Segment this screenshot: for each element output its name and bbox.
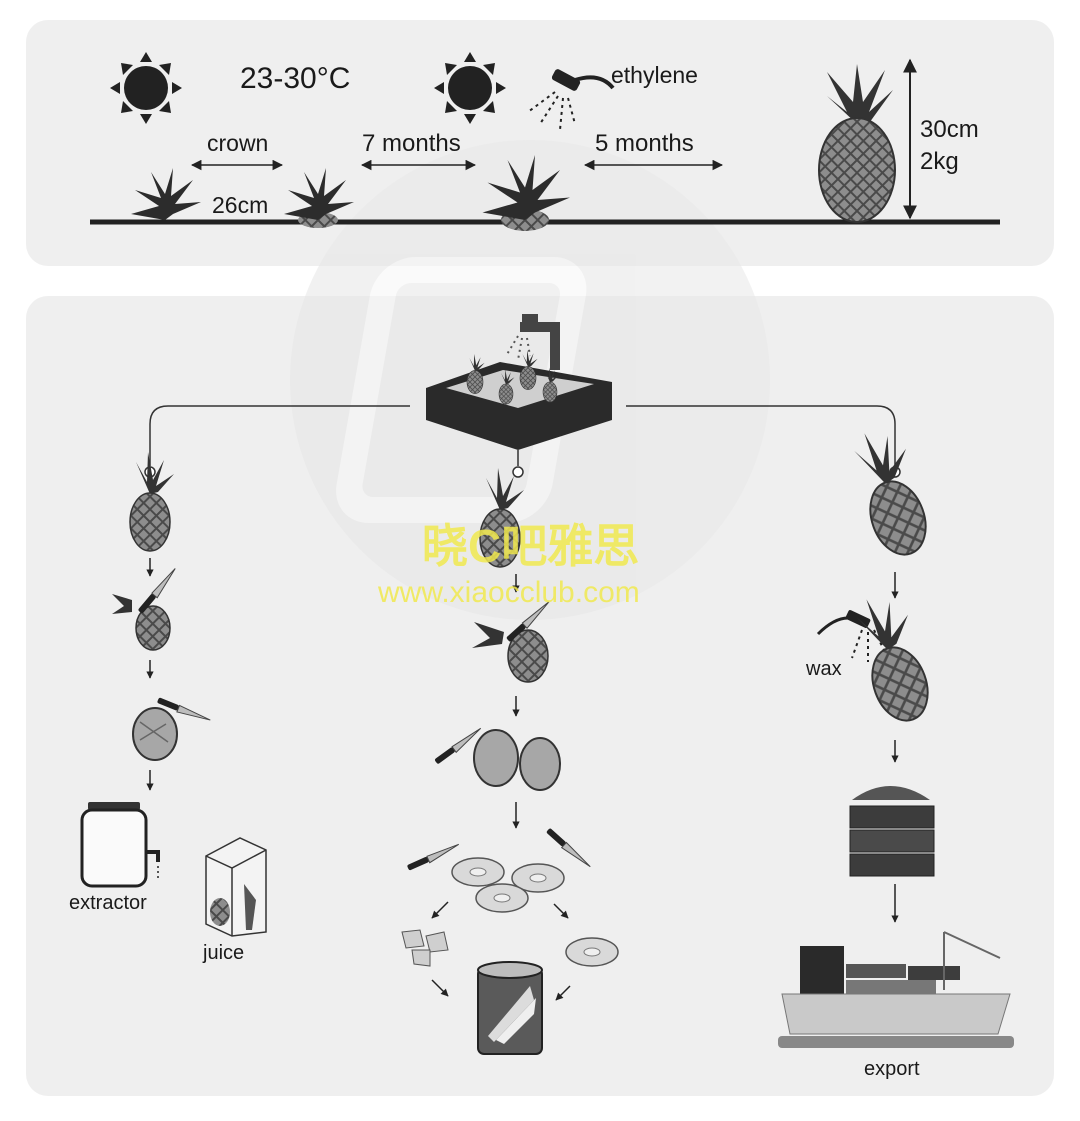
flowering-pineapple-plant-icon [482,155,570,231]
tin-can-icon [477,961,543,1055]
pineapple-chunks-icon [401,929,449,967]
sun-icon [434,52,506,124]
juice-carton-icon [205,837,267,937]
pineapple-crown-icon [131,168,201,220]
temperature-label: 23-30°C [240,62,351,95]
extractor-label: extractor [69,892,147,914]
watermark-chinese-text: 晓C吧雅思 [422,520,640,572]
pineapple-ring-icon [565,937,619,967]
branch-connectors [149,405,896,466]
flow-arrow [431,979,449,997]
juice-extractor-icon [80,802,160,888]
crate-icon [849,786,935,877]
height-label: 30cm [920,116,979,143]
weight-label: 2kg [920,148,959,175]
cut-top-pineapple-icon [112,566,180,651]
juice-label: juice [203,942,245,964]
washing-tank-icon [426,314,612,450]
mature-pineapple-icon [818,64,896,223]
export-label: export [864,1058,920,1080]
ethylene-label: ethylene [611,62,698,88]
flow-arrow [553,903,569,919]
pineapple-icon [841,420,942,564]
ripening-period-label: 5 months [595,130,694,157]
halved-pineapple-icon [433,726,561,791]
waxed-pineapple-icon [843,586,944,730]
flow-arrow [555,985,571,1001]
branch-node [512,466,524,478]
pineapple-rings-icon [406,827,593,913]
young-pineapple-plant-icon [284,168,354,228]
wax-label: wax [806,658,842,680]
peeled-pineapple-icon [132,696,212,761]
cut-top-pineapple-icon [472,599,553,683]
watermark-url-text: www.xiaocclub.com [378,576,640,609]
spray-nozzle-icon [527,69,615,131]
cargo-ship-icon [778,931,1014,1048]
spacing-label: 26cm [212,192,269,218]
flow-arrow [431,901,449,919]
sun-icon [110,52,182,124]
growth-period-label: 7 months [362,130,461,157]
crown-label: crown [207,130,269,156]
